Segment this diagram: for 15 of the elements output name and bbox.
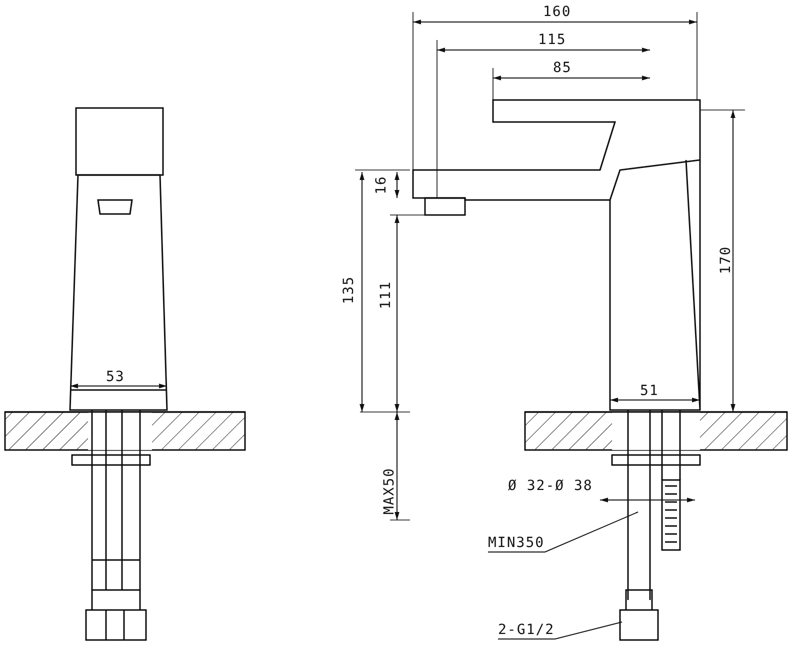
dimension-label: Ø 32-Ø 38	[508, 478, 593, 494]
callout-label: MIN350	[488, 535, 545, 551]
dimension-label: MAX50	[382, 467, 398, 515]
dimension-label: 160	[543, 4, 572, 20]
dimension-label: 170	[718, 246, 734, 274]
leader-line	[498, 622, 622, 640]
dimension-label: 53	[106, 369, 125, 385]
dimension-label: 51	[640, 383, 659, 399]
dimension-label: 16	[373, 176, 390, 194]
dimension-label: 111	[378, 280, 394, 310]
dimension-label: 115	[538, 32, 566, 48]
callout-label: 2-G1/2	[498, 622, 555, 638]
dimension-label: 135	[341, 276, 358, 304]
leader-line	[488, 512, 638, 552]
dimension-label: 85	[553, 60, 572, 76]
